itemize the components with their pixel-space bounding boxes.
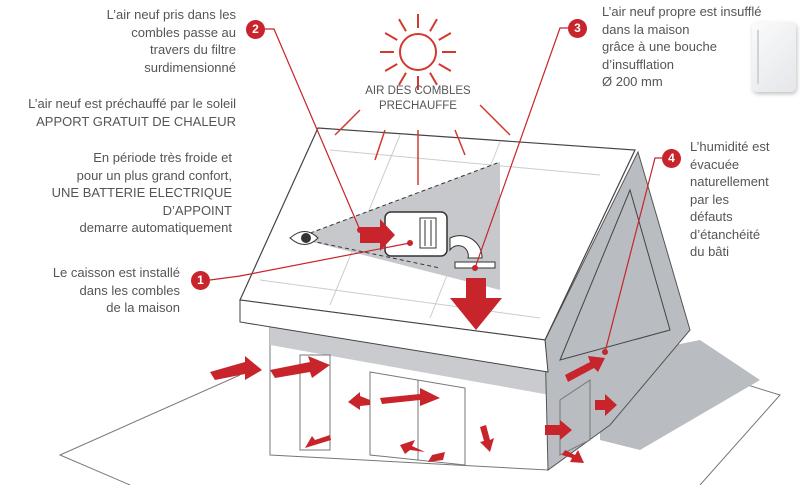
step2-badge: 2 (246, 20, 265, 39)
gable-wall (544, 150, 691, 471)
supply-arrow-down (450, 278, 502, 330)
sun-ray (429, 72, 438, 86)
step4-badge: 4 (662, 149, 681, 168)
sun-ray (438, 32, 452, 41)
sun-ray (398, 72, 407, 86)
step3-badge: 3 (568, 19, 587, 38)
battery-note: En période très froide et pour un plus g… (51, 150, 232, 235)
supply-vent-image (752, 22, 796, 92)
sun-ray (398, 18, 407, 32)
leader-4 (604, 157, 662, 353)
sun-ray (384, 63, 398, 72)
step4-text: L’humidité est évacuée naturellement par… (690, 139, 770, 259)
eye-icon (289, 231, 319, 245)
windows (299, 354, 591, 466)
sun-ray (438, 63, 452, 72)
leader-1 (209, 242, 411, 281)
leader-2 (264, 28, 361, 231)
roof-edge (239, 299, 549, 373)
filter-arrow (360, 219, 395, 251)
step3-text: L’air neuf propre est insufflé dans la m… (602, 4, 762, 89)
sun-icon (380, 14, 456, 90)
wall-band (270, 320, 550, 395)
gable-inner (559, 188, 671, 361)
step1-text: Le caisson est installé dans les combles… (52, 265, 180, 315)
solar-note: L’air neuf est préchauffé par le soleil … (28, 96, 236, 129)
sun-ray (384, 32, 398, 41)
sun-label: AIR DES COMBLES PRECHAUFFE (365, 85, 471, 112)
step2-text: L’air neuf pris dans les combles passe a… (106, 7, 236, 75)
airflow-arrows (210, 219, 617, 463)
sun-ray (429, 18, 438, 32)
step1-badge: 1 (191, 271, 210, 290)
